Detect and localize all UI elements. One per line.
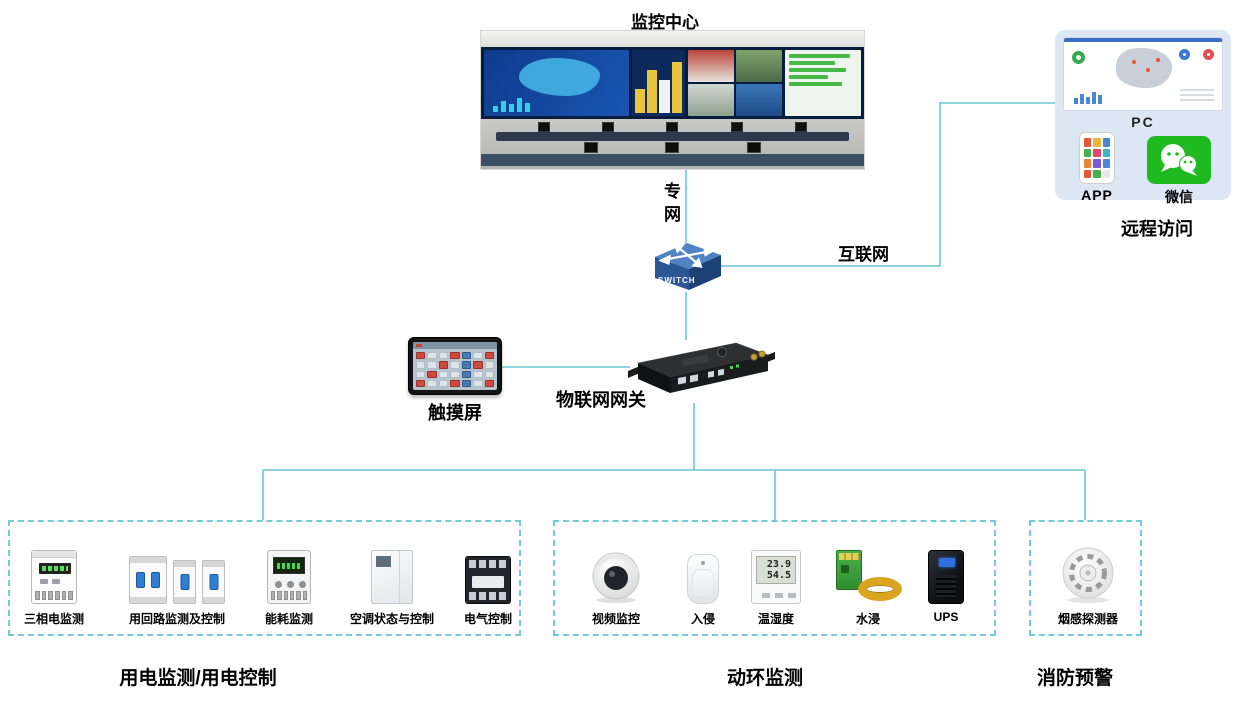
remote-access-caption: 远程访问	[1121, 219, 1193, 239]
cctv-thumb	[687, 84, 734, 116]
cctv-screens	[687, 50, 782, 116]
device-label: 能耗监测	[264, 612, 313, 626]
device-label: 用回路监测及控制	[128, 612, 225, 626]
smoke-detector-icon	[1062, 547, 1114, 603]
water-leak-sensor-icon	[830, 548, 906, 604]
group-environment-box: 视频监控 入侵 23.9 54.5 温湿度	[553, 520, 996, 636]
touchscreen-image	[408, 337, 502, 395]
monitoring-center-label: 监控中心	[631, 13, 699, 32]
pir-sensor-icon	[687, 554, 719, 604]
remote-access-card: PC APP 微信	[1055, 30, 1231, 205]
desk-monitors-front	[550, 142, 795, 153]
donut-chart-red	[1203, 49, 1214, 60]
leak-module	[836, 550, 862, 590]
ac-controller-icon	[371, 550, 413, 604]
private-network-label: 专网	[661, 182, 680, 228]
map-screen-bars	[492, 98, 530, 113]
cctv-thumb	[735, 84, 782, 116]
room-ceiling	[481, 31, 864, 47]
device-label: 视频监控	[591, 612, 640, 626]
desk-back	[496, 132, 849, 141]
donut-chart-green	[1072, 51, 1085, 64]
device-label: 烟感探测器	[1057, 612, 1118, 626]
device-three-phase: 三相电监测	[10, 542, 98, 627]
group-power-title: 用电监测/用电控制	[119, 668, 277, 689]
leak-cable-coil	[858, 577, 902, 601]
group-fire-box: 烟感探测器	[1029, 520, 1142, 636]
china-map-shape	[518, 57, 600, 97]
three-phase-meter-icon	[31, 550, 77, 604]
humidity-value: 54.5	[766, 570, 791, 581]
internet-label: 互联网	[838, 245, 889, 264]
antenna-connector	[750, 353, 758, 361]
device-label: 三相电监测	[23, 612, 84, 626]
desk-monitors-back	[512, 122, 834, 132]
temperature-value: 23.9	[766, 559, 791, 570]
device-ac-control: 空调状态与控制	[336, 542, 448, 627]
antenna-connector	[758, 350, 766, 358]
app-phone-icon	[1079, 132, 1115, 184]
cctv-thumb	[687, 50, 734, 82]
switch-text: SWITCH	[658, 276, 696, 285]
gateway-ports	[678, 368, 724, 385]
contactor-icon	[465, 556, 511, 604]
device-label: UPS	[933, 610, 959, 624]
touchscreen-label: 触摸屏	[428, 403, 482, 423]
device-energy-meter: 能耗监测	[247, 542, 331, 627]
device-label: 空调状态与控制	[349, 612, 434, 626]
wechat-icon	[1147, 136, 1211, 184]
chart-screen	[632, 50, 685, 116]
ups-icon	[928, 550, 964, 604]
dashboard-bar-chart	[1074, 92, 1102, 104]
monitoring-center-image	[480, 30, 865, 170]
dashboard-map	[1116, 48, 1172, 88]
map-dot	[1132, 60, 1136, 64]
map-dot	[1146, 68, 1150, 72]
device-video-camera: 视频监控	[574, 542, 658, 627]
wechat-label: 微信	[1165, 189, 1193, 205]
gateway-leds	[730, 364, 739, 369]
device-thermo-hygrometer: 23.9 54.5 温湿度	[738, 542, 814, 627]
donut-chart-blue	[1179, 49, 1190, 60]
desk-front	[481, 154, 864, 166]
video-wall	[481, 47, 864, 119]
map-dot	[1156, 58, 1160, 62]
dashboard-header-bar	[1064, 38, 1222, 42]
cctv-thumb	[735, 50, 782, 82]
device-label: 温湿度	[757, 612, 794, 626]
device-smoke-detector: 烟感探测器	[1043, 542, 1133, 627]
circuit-breakers-icon	[129, 556, 225, 604]
device-circuit-breakers: 用回路监测及控制	[111, 542, 243, 627]
group-power-box: 三相电监测 用回路监测及控制 能耗监测	[8, 520, 521, 636]
group-fire-title: 消防预警	[1036, 668, 1113, 689]
pc-label: PC	[1131, 114, 1155, 130]
touchscreen-screen	[413, 342, 497, 390]
dome-camera-icon	[592, 552, 640, 603]
app-label: APP	[1081, 187, 1113, 203]
wechat-logo	[1161, 144, 1197, 176]
energy-meter-icon	[267, 550, 311, 604]
touchscreen-button-grid	[413, 349, 497, 390]
thermo-lcd: 23.9 54.5	[756, 556, 796, 584]
dashboard-text-lines	[1180, 89, 1214, 103]
control-room-floor	[481, 119, 864, 169]
map-screen	[484, 50, 630, 116]
gateway-label: 物联网网关	[556, 390, 646, 410]
device-ups: UPS	[910, 542, 982, 624]
device-label: 入侵	[690, 612, 715, 626]
app-tile-grid	[1084, 138, 1110, 178]
device-electrical-control: 电气控制	[452, 542, 524, 627]
pc-dashboard-image	[1064, 38, 1222, 110]
iot-gateway-image	[626, 333, 776, 403]
device-water-leak: 水浸	[826, 542, 910, 627]
device-intrusion-sensor: 入侵	[668, 542, 738, 627]
network-switch-icon: SWITCH	[648, 238, 726, 294]
data-screen	[784, 50, 861, 116]
group-environment-title: 动环监测	[726, 668, 803, 689]
touchscreen-titlebar	[413, 342, 497, 349]
device-label: 电气控制	[463, 612, 512, 626]
thermo-hygrometer-icon: 23.9 54.5	[751, 550, 801, 604]
switch-arrows	[658, 243, 716, 268]
device-label: 水浸	[855, 612, 880, 626]
